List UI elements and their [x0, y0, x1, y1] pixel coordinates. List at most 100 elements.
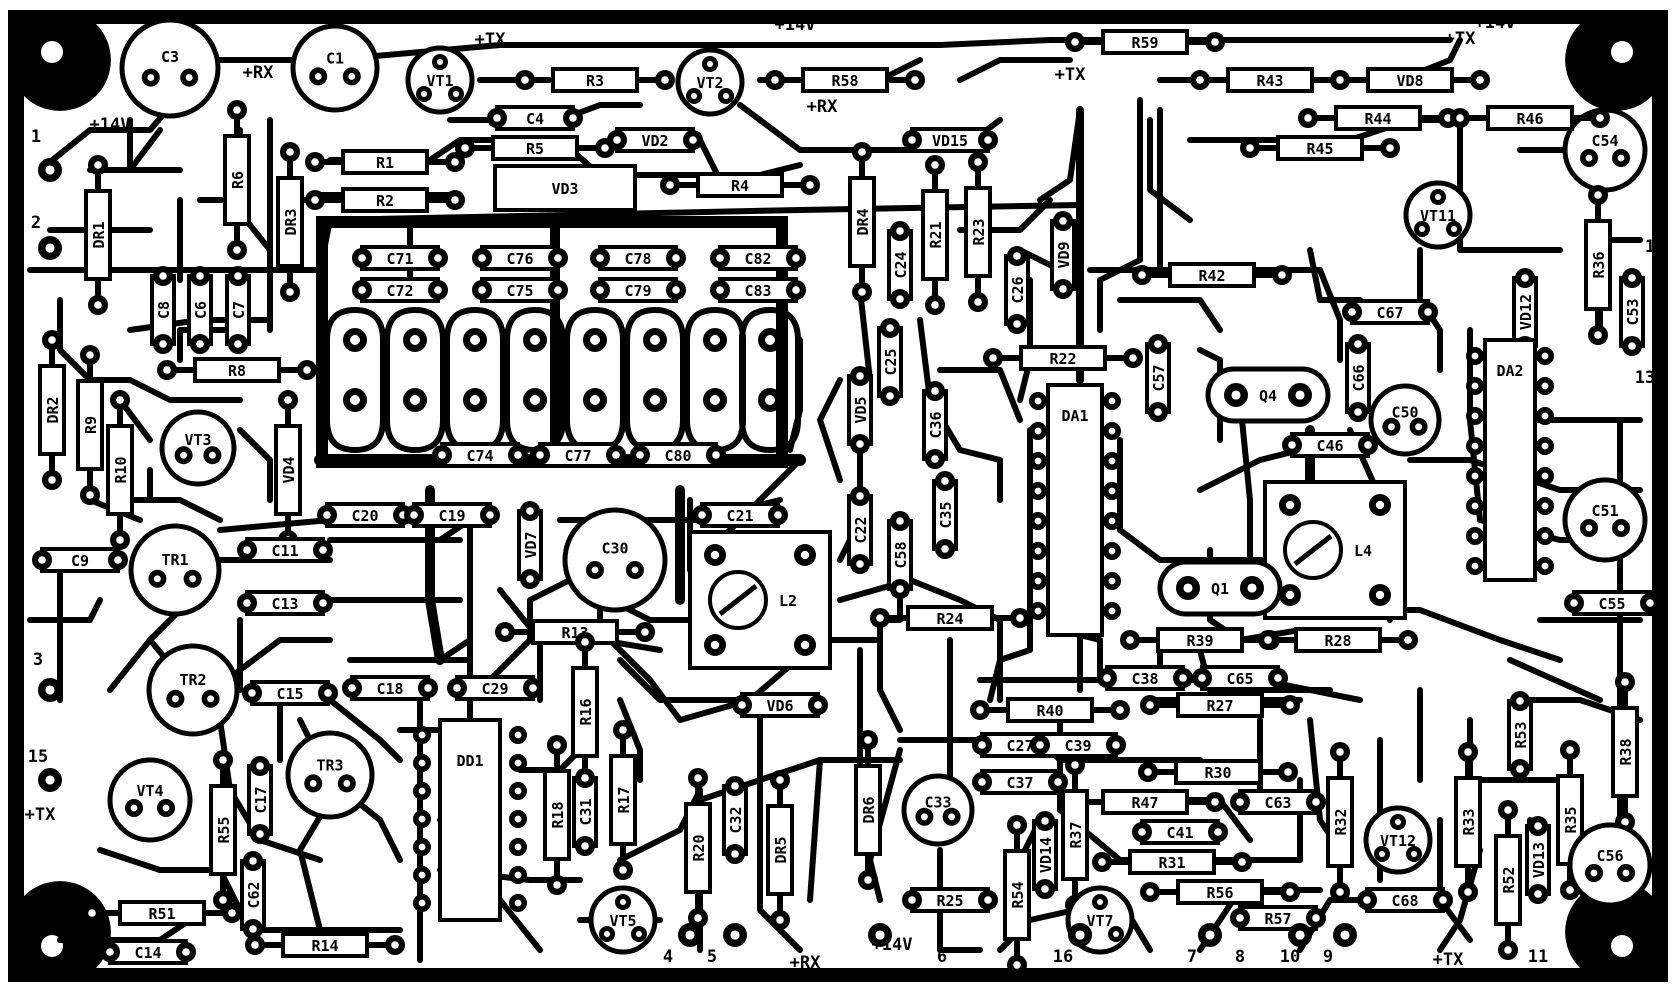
- component-label: C80: [664, 447, 691, 465]
- pin-label: 10: [1280, 947, 1300, 967]
- connector-pin: 11: [1528, 947, 1548, 967]
- component-label: R40: [1036, 702, 1063, 720]
- component-l4: L4: [1263, 480, 1407, 620]
- component-c21: C21: [692, 502, 788, 528]
- component-label: C15: [276, 685, 303, 703]
- component-label: R32: [1332, 808, 1350, 835]
- component-tr2: TR2: [146, 643, 240, 737]
- component-r1: R1: [305, 149, 465, 175]
- component-c6: C6: [187, 266, 213, 354]
- component-r31: R31: [1092, 849, 1252, 875]
- component-c25: C25: [877, 318, 903, 406]
- component-label: VD9: [1055, 241, 1073, 268]
- power-and-pin-labels: +14V+14V+14V+14V+RX+RX+RX+TX+TX+TX+TX+TX…: [25, 13, 1656, 973]
- component-c77: C77: [530, 442, 626, 468]
- pin-label: 1: [31, 127, 41, 147]
- connector-pin: 8: [1235, 947, 1245, 967]
- component-label: R52: [1500, 866, 1518, 893]
- component-label: R42: [1198, 267, 1225, 285]
- component-label: C82: [744, 250, 771, 268]
- component-label: C76: [506, 250, 533, 268]
- component-vd9: VD9: [1050, 211, 1076, 299]
- component-c15: C15: [242, 680, 338, 706]
- component-c13: C13: [237, 590, 333, 616]
- component-c29: C29: [447, 675, 543, 701]
- component-dd1: DD1: [413, 718, 527, 922]
- component-label: R56: [1206, 884, 1233, 902]
- component-r58: R58: [765, 67, 925, 93]
- component-label: C32: [727, 806, 745, 833]
- component-r3: R3: [515, 67, 675, 93]
- component-r59: R59: [1065, 29, 1225, 55]
- component-label: TR1: [161, 551, 188, 569]
- component-r10: R10: [106, 390, 134, 550]
- component-label: R35: [1562, 806, 1580, 833]
- component-vt12: VT12: [1363, 805, 1433, 875]
- component-c76: C76: [472, 245, 568, 271]
- connector-pin: 4: [663, 947, 673, 967]
- component-label: DR2: [44, 396, 62, 423]
- component-c35: C35: [932, 471, 958, 559]
- component-vd8: VD8: [1330, 67, 1490, 93]
- component-c74: C74: [432, 442, 528, 468]
- component-label: R14: [311, 937, 338, 955]
- pin-label: 3: [33, 650, 43, 670]
- component-c1: C1: [290, 23, 380, 113]
- component-c14: C14: [100, 939, 196, 965]
- component-label: C22: [852, 516, 870, 543]
- component-label: TR2: [179, 671, 206, 689]
- component-r33: R33: [1454, 742, 1482, 902]
- component-c37: C37: [972, 769, 1068, 795]
- connector-pin: 13: [1635, 368, 1655, 388]
- component-label: C74: [466, 447, 493, 465]
- component-label: R36: [1590, 251, 1608, 278]
- component-label: C26: [1009, 276, 1027, 303]
- component-label: R53: [1512, 721, 1530, 748]
- component-label: C62: [245, 881, 263, 908]
- component-label: R3: [586, 72, 604, 90]
- component-c55: C55: [1564, 590, 1660, 616]
- component-c18: C18: [342, 675, 438, 701]
- component-label: R10: [112, 456, 130, 483]
- component-c31: C31: [572, 768, 598, 856]
- component-c53: C53: [1619, 268, 1645, 356]
- component-c56: C56: [1567, 822, 1653, 908]
- component-label: C39: [1064, 737, 1091, 755]
- pin-label: 1: [1645, 237, 1655, 257]
- component-r45: R45: [1240, 135, 1400, 161]
- component-label: C17: [252, 786, 270, 813]
- power-label: +14V: [775, 15, 816, 35]
- component-vd13: VD13: [1525, 816, 1551, 904]
- component-c26: C26: [1004, 246, 1030, 334]
- component-label: VD12: [1517, 294, 1535, 330]
- connector-pin: 9: [1323, 947, 1333, 967]
- component-label: C77: [564, 447, 591, 465]
- component-dr1: DR1: [84, 155, 112, 315]
- component-label: VD14: [1037, 837, 1055, 873]
- power-label: +RX: [807, 97, 838, 117]
- component-r5: R5: [455, 135, 615, 161]
- pin-label: 7: [1187, 947, 1197, 967]
- component-label: R31: [1158, 854, 1185, 872]
- component-label: C72: [386, 282, 413, 300]
- component-c11: C11: [237, 537, 333, 563]
- component-label: C50: [1391, 404, 1418, 422]
- power-label: +RX: [243, 63, 274, 83]
- component-c17: C17: [247, 756, 273, 844]
- component-r38: R38: [1611, 672, 1639, 832]
- component-c46: C46: [1282, 432, 1378, 458]
- component-label: C14: [134, 944, 161, 962]
- component-dr6: DR6: [854, 730, 882, 890]
- component-label: C3: [161, 48, 179, 66]
- component-vt2: VT2: [675, 47, 745, 117]
- component-label: L2: [779, 592, 797, 610]
- component-label: R24: [936, 610, 963, 628]
- component-label: DA2: [1496, 362, 1523, 380]
- component-c22: C22: [847, 486, 873, 574]
- component-c62: C62: [240, 851, 266, 939]
- component-r55: R55: [209, 750, 237, 910]
- component-c79: C79: [590, 277, 686, 303]
- component-c4: C4: [487, 105, 583, 131]
- component-r51: R51: [82, 900, 242, 926]
- component-q1: Q1: [1157, 559, 1283, 617]
